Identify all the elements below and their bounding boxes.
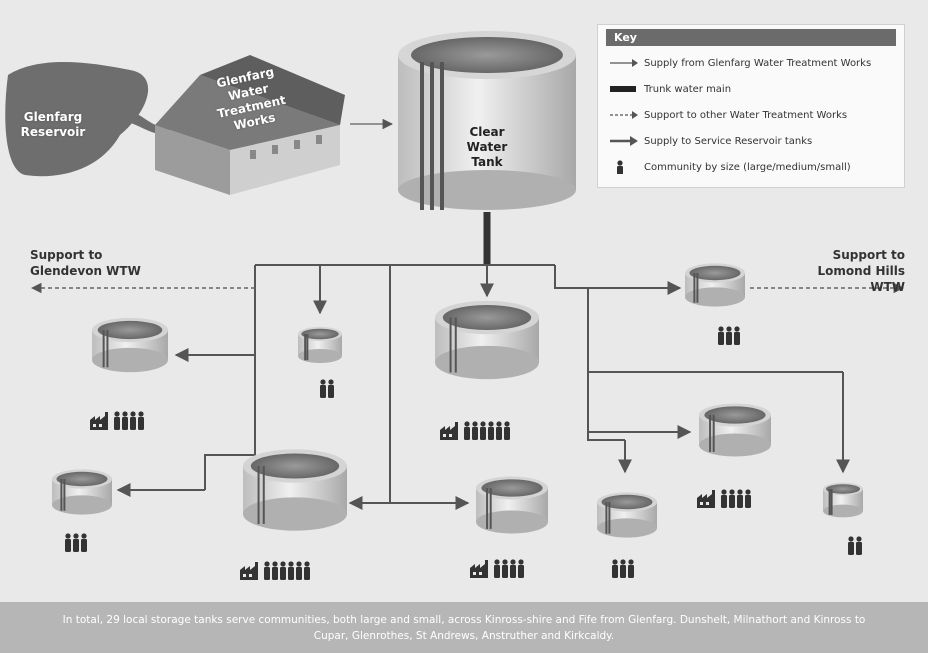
person-icon — [729, 489, 735, 508]
legend-label: Supply to Service Reservoir tanks — [644, 135, 813, 147]
person-icon — [612, 559, 618, 578]
community-icons — [848, 536, 862, 555]
community-icons — [718, 326, 740, 345]
person-icon — [628, 559, 634, 578]
service-reservoir-tank — [823, 482, 863, 518]
person-icon — [721, 489, 727, 508]
community-icons — [320, 379, 334, 398]
person-icon — [496, 421, 502, 440]
community-icons — [65, 533, 87, 552]
person-icon — [328, 379, 334, 398]
legend-label: Support to other Water Treatment Works — [644, 109, 848, 121]
reservoir-label: Glenfarg Reservoir — [20, 110, 86, 139]
person-icon — [280, 561, 286, 580]
support-label-left: Support to Glendevon WTW — [30, 248, 141, 278]
community-icons — [90, 411, 144, 430]
person-icon — [488, 421, 494, 440]
person-icon — [288, 561, 294, 580]
service-reservoir-tank — [435, 300, 539, 380]
legend-label: Trunk water main — [644, 83, 732, 95]
person-icon — [472, 421, 478, 440]
person-icon — [464, 421, 470, 440]
person-icon — [856, 536, 862, 555]
service-reservoir-tank — [699, 403, 771, 457]
person-icon — [114, 411, 120, 430]
person-icon — [81, 533, 87, 552]
service-reservoir-tank — [243, 449, 347, 531]
legend-item-service: Supply to Service Reservoir tanks — [608, 133, 812, 149]
service-reservoir-tank — [52, 469, 112, 515]
person-icon — [617, 160, 623, 174]
person-icon — [122, 411, 128, 430]
tank-label: Clear Water Tank — [466, 125, 508, 169]
person-icon — [518, 559, 524, 578]
person-icon — [502, 559, 508, 578]
service-reservoir-tank — [476, 476, 548, 534]
footer-banner: In total, 29 local storage tanks serve c… — [0, 602, 928, 653]
community-icons — [697, 489, 751, 508]
thick-line-icon — [610, 86, 636, 92]
legend: Key Supply from Glenfarg Water Treatment… — [597, 24, 905, 188]
legend-item-community: Community by size (large/medium/small) — [608, 159, 851, 175]
person-icon — [737, 489, 743, 508]
factory-icon — [240, 562, 258, 580]
arrow-icon — [610, 136, 638, 146]
person-icon — [734, 326, 740, 345]
legend-item-trunk: Trunk water main — [608, 81, 731, 97]
person-icon — [848, 536, 854, 555]
treatment-works-building — [155, 55, 345, 195]
service-reservoir-tank — [685, 263, 745, 307]
service-reservoir-tank — [298, 326, 342, 364]
factory-icon — [440, 422, 458, 440]
service-reservoir-tank — [92, 317, 168, 373]
person-icon — [718, 326, 724, 345]
person-icon — [504, 421, 510, 440]
person-icon — [494, 559, 500, 578]
footer-text: In total, 29 local storage tanks serve c… — [62, 614, 866, 642]
clear-water-tank — [398, 31, 576, 210]
person-icon — [65, 533, 71, 552]
community-icons — [240, 561, 310, 580]
person-icon — [272, 561, 278, 580]
factory-icon — [697, 490, 715, 508]
legend-label: Community by size (large/medium/small) — [644, 161, 851, 173]
person-icon — [73, 533, 79, 552]
person-icon — [510, 559, 516, 578]
legend-item-supply: Supply from Glenfarg Water Treatment Wor… — [608, 55, 871, 71]
person-icon — [320, 379, 326, 398]
person-icon — [304, 561, 310, 580]
service-reservoir-tank — [597, 492, 657, 538]
legend-item-support: Support to other Water Treatment Works — [608, 107, 847, 123]
person-icon — [745, 489, 751, 508]
person-icon — [726, 326, 732, 345]
community-icons — [612, 559, 634, 578]
legend-title: Key — [606, 29, 896, 46]
support-label-right: Support to Lomond Hills WTW — [817, 248, 905, 294]
factory-icon — [90, 412, 108, 430]
distribution-network — [116, 264, 850, 510]
person-icon — [480, 421, 486, 440]
person-icon — [138, 411, 144, 430]
legend-label: Supply from Glenfarg Water Treatment Wor… — [644, 57, 872, 69]
person-icon — [130, 411, 136, 430]
community-icons — [470, 559, 524, 578]
person-icon — [620, 559, 626, 578]
factory-icon — [470, 560, 488, 578]
community-icons — [440, 421, 510, 440]
thin-arrow-icon — [610, 59, 638, 67]
person-icon — [264, 561, 270, 580]
dashed-arrow-icon — [610, 111, 638, 119]
person-icon — [296, 561, 302, 580]
